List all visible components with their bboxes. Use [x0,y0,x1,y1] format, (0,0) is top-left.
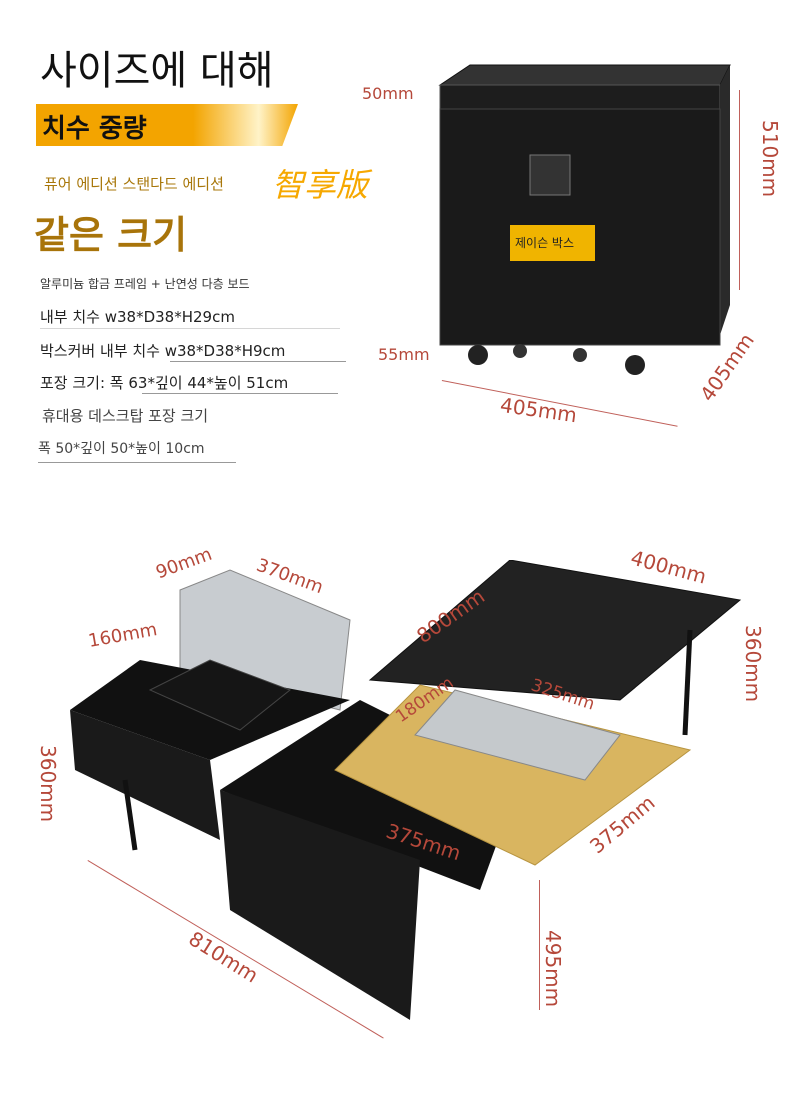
banner-label: 치수 중량 [42,114,147,144]
spec-desktop-title: 휴대용 데스크탑 포장 크기 [42,407,209,425]
box-label: 제이슨 박스 [515,236,575,250]
dim-wheel: 55mm [378,345,430,364]
spec-package: 포장 크기: 폭 63*깊이 44*높이 51cm [40,374,289,392]
closed-box-image [438,64,731,375]
divider [40,328,340,329]
spec-material: 알루미늄 합금 프레임 + 난연성 다층 보드 [40,277,250,291]
divider [142,393,338,394]
page-title: 사이즈에 대해 [40,48,274,94]
section-banner: 치수 중량 [36,104,298,146]
edition-label: 퓨어 에디션 스탠다드 에디션 [44,175,224,193]
same-size-heading: 같은 크기 [34,213,188,257]
dim-495: 495mm [541,930,565,1008]
dim-lid: 50mm [362,84,414,103]
dim-360-right: 360mm [741,625,765,703]
open-kitchen-box-image [70,560,742,1020]
edition-cn-label: 智享版 [272,166,369,204]
divider [170,361,346,362]
dim-360-left: 360mm [36,745,60,823]
divider [38,462,236,463]
spec-cover-inner: 박스커버 내부 치수 w38*D38*H9cm [40,342,286,360]
spec-desktop-size: 폭 50*깊이 50*높이 10cm [38,441,205,457]
spec-inner: 내부 치수 w38*D38*H29cm [40,308,235,326]
dim-height: 510mm [758,120,782,198]
